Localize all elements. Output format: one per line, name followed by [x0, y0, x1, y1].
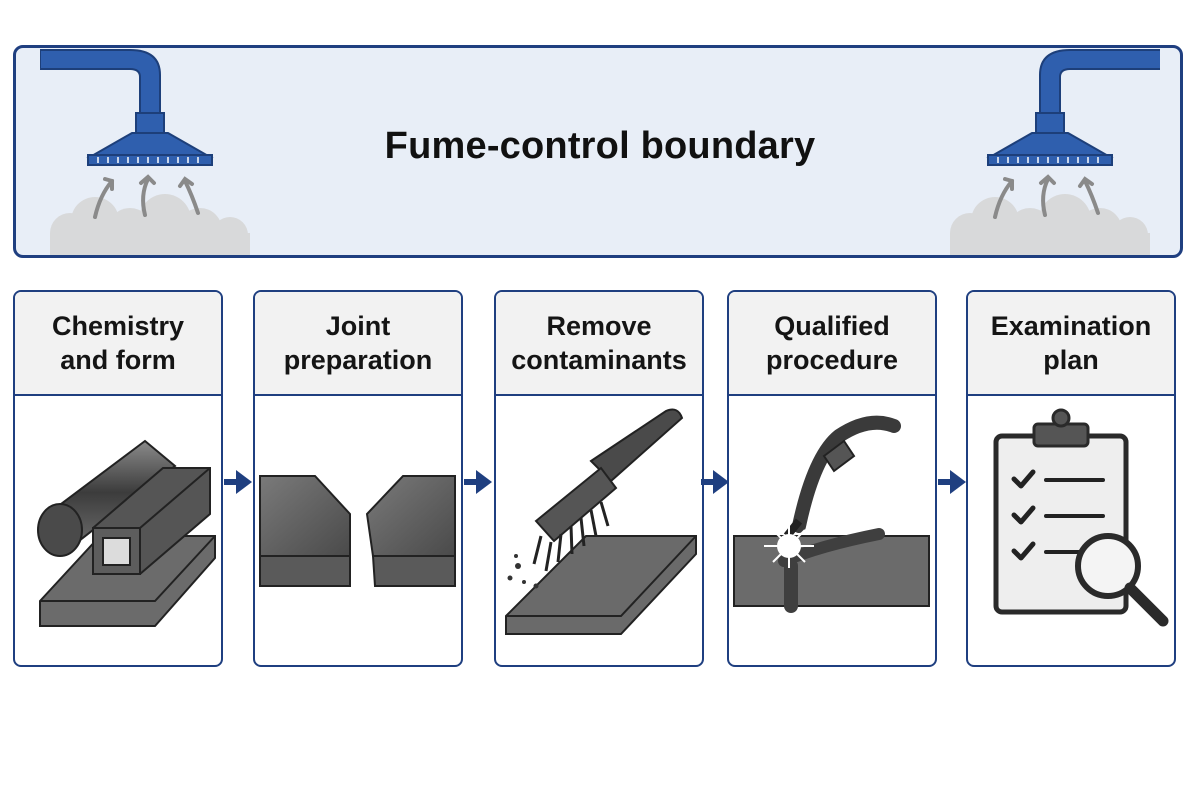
step-chemistry-and-form: Chemistry and form	[13, 290, 223, 667]
step-qualified-procedure: Qualified procedure	[727, 290, 937, 667]
step-label: Joint preparation	[283, 311, 433, 375]
airflow-arrow-icon	[993, 174, 1100, 219]
step-label: Qualified procedure	[765, 311, 899, 375]
duct	[986, 49, 1160, 166]
flow-arrow-icon	[701, 470, 729, 494]
wire-brush-icon	[505, 408, 697, 635]
beveled-plates-icon	[259, 475, 456, 587]
step-header: Qualified procedure	[729, 292, 935, 396]
step-examination-plan: Examination plan	[966, 290, 1176, 667]
flow-arrow-icon	[938, 470, 966, 494]
step-remove-contaminants: Remove contaminants	[494, 290, 704, 667]
fume-cloud-icon	[50, 194, 250, 255]
step-label: Chemistry and form	[51, 311, 185, 375]
welding-torch-icon	[733, 415, 930, 613]
extraction-hood-icon	[950, 49, 1160, 255]
step-header: Joint preparation	[255, 292, 461, 396]
boundary-title: Fume-control boundary	[384, 125, 816, 167]
extraction-hood-icon	[40, 49, 250, 255]
airflow-arrow-icon	[93, 174, 200, 219]
flow-arrow-icon	[464, 470, 492, 494]
step-header: Chemistry and form	[15, 292, 221, 396]
flow-arrow-icon	[224, 470, 252, 494]
step-label: Examination plan	[990, 311, 1152, 375]
clipboard-magnifier-icon	[993, 408, 1169, 627]
metal-stock-icon	[37, 439, 216, 627]
step-header: Examination plan	[968, 292, 1174, 396]
duct	[40, 49, 214, 166]
step-header: Remove contaminants	[496, 292, 702, 396]
step-label: Remove contaminants	[511, 311, 687, 375]
fume-cloud-icon	[950, 194, 1150, 255]
step-joint-preparation: Joint preparation	[253, 290, 463, 667]
